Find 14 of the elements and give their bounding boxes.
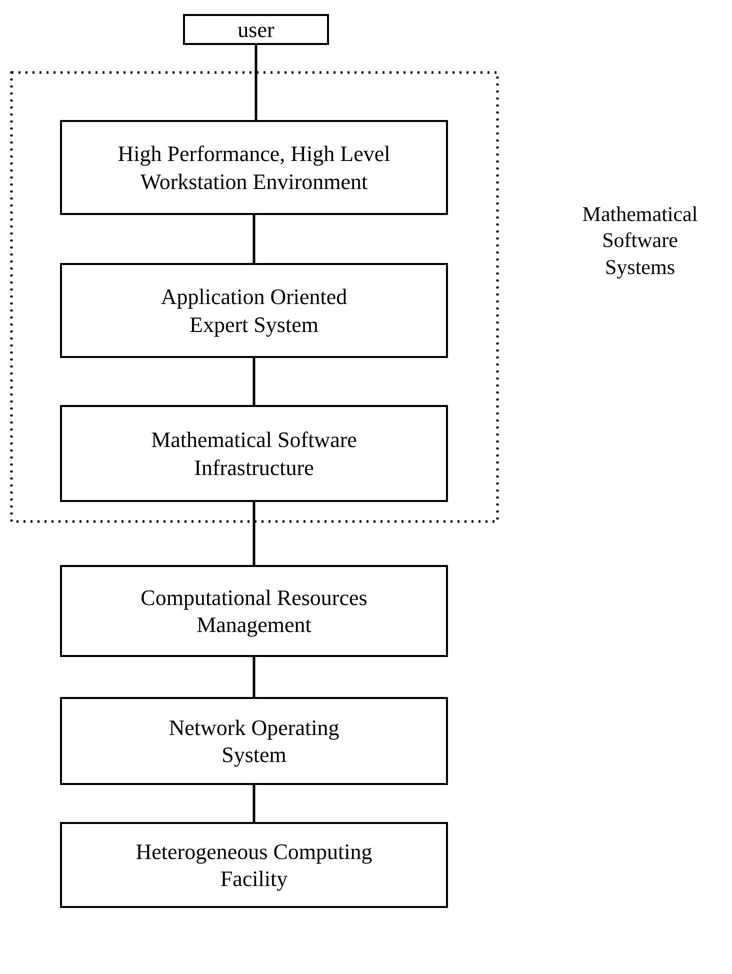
layer-box: Heterogeneous Computing Facility bbox=[60, 822, 448, 908]
layer-box: Mathematical Software Infrastructure bbox=[60, 405, 448, 502]
connector-line bbox=[252, 215, 256, 263]
connector-line bbox=[252, 358, 256, 405]
layer-box: Network Operating System bbox=[60, 697, 448, 785]
connector-line bbox=[252, 657, 256, 697]
layer-box: Application Oriented Expert System bbox=[60, 263, 448, 358]
group-heading: Mathematical Software Systems bbox=[581, 201, 699, 280]
user-box: user bbox=[183, 14, 329, 45]
connector-line bbox=[252, 785, 256, 822]
layer-box: High Performance, High Level Workstation Environment bbox=[60, 120, 448, 215]
connector-line bbox=[252, 502, 256, 565]
layer-box: Computational Resources Management bbox=[60, 565, 448, 657]
connector-line bbox=[254, 45, 258, 120]
